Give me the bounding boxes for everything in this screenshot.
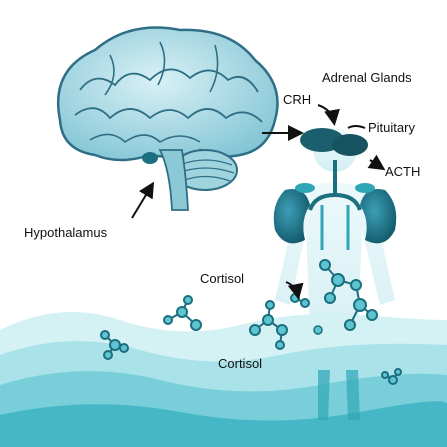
label-adrenal-glands: Adrenal Glands bbox=[322, 70, 412, 85]
label-pituitary: Pituitary bbox=[368, 120, 415, 135]
cortisol-molecule-4 bbox=[100, 330, 129, 360]
brain bbox=[56, 26, 279, 211]
wave-background bbox=[0, 312, 447, 447]
arrow-acth bbox=[367, 154, 386, 171]
legs bbox=[318, 370, 360, 420]
label-hypothalamus: Hypothalamus bbox=[24, 225, 108, 240]
label-crh: CRH bbox=[283, 92, 311, 107]
label-cortisol-bottom: Cortisol bbox=[218, 356, 262, 371]
label-acth: ACTH bbox=[385, 164, 420, 179]
arrow-cortisol bbox=[285, 281, 304, 300]
arrow-crh bbox=[317, 104, 340, 126]
cortisol-molecule-3 bbox=[163, 295, 202, 331]
arrow-pituitary-label bbox=[347, 125, 366, 129]
pituitary-gland bbox=[300, 128, 368, 156]
arrow-hypothalamus bbox=[131, 181, 155, 219]
kidneys bbox=[273, 160, 397, 250]
cortisol-molecule-6 bbox=[381, 368, 402, 385]
cortisol-molecule-2 bbox=[249, 300, 288, 350]
label-cortisol-top: Cortisol bbox=[200, 271, 244, 286]
arrows bbox=[131, 104, 386, 300]
small-molecule-dot bbox=[313, 325, 323, 335]
cortisol-molecule-5 bbox=[290, 293, 310, 308]
cortisol-molecule-1 bbox=[319, 259, 378, 331]
